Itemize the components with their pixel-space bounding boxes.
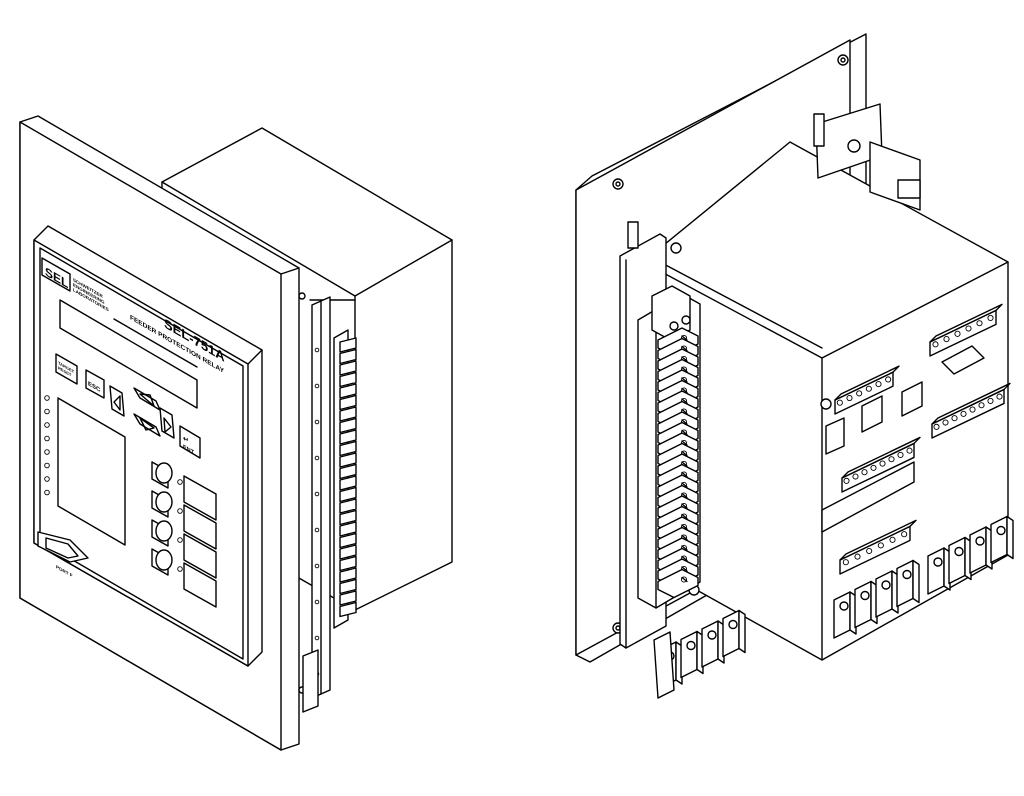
terminal-position [657, 568, 699, 599]
terminal-tab [339, 417, 357, 434]
connector-d [931, 382, 1011, 439]
two-pin-plug [901, 381, 923, 417]
side-terminal-block [314, 329, 357, 677]
rail-screw [314, 347, 320, 353]
terminal-tab [339, 601, 357, 618]
terminal-tab [339, 429, 357, 445]
terminal-tab [339, 371, 357, 388]
terminal-tab [339, 498, 357, 514]
rail-screw [314, 419, 320, 425]
rail-screw [314, 563, 320, 569]
lower-bracket [653, 631, 675, 699]
card-slot-cover [821, 461, 915, 533]
terminal-tab [339, 590, 357, 606]
power-terminals [653, 515, 1014, 699]
terminal-tab [339, 337, 357, 353]
terminal-tab [339, 360, 357, 376]
down-arrow-button[interactable] [133, 413, 161, 437]
esc-button[interactable]: ESC [85, 369, 105, 399]
voltage-terminal-post [722, 609, 746, 658]
ground-stud [820, 398, 832, 410]
terminal-tab [339, 509, 357, 526]
pushbutton-label-slot [183, 533, 217, 579]
terminal-tab [339, 406, 357, 422]
current-terminal-post [927, 547, 951, 595]
pushbutton-4[interactable] [151, 548, 217, 608]
terminal-tab [339, 383, 357, 399]
two-pin-plug [825, 417, 845, 455]
terminal-tab [339, 440, 357, 457]
target-led [44, 435, 50, 442]
rear-serial-port[interactable] [941, 345, 985, 375]
pushbutton-1[interactable] [151, 461, 217, 521]
rail-screw [314, 527, 320, 533]
terminal-tab [339, 544, 357, 560]
target-led [44, 408, 50, 415]
target-led [44, 449, 50, 455]
terminal-tab [339, 486, 357, 503]
pushbutton-3[interactable] [151, 519, 217, 579]
target-led [44, 476, 50, 482]
current-terminal-post [854, 580, 878, 629]
rail-screw [314, 491, 320, 497]
terminal-tab [339, 475, 357, 491]
terminal-tab [339, 555, 357, 572]
connector-c [841, 436, 921, 493]
target-led [44, 395, 50, 401]
ent-label: ENT [183, 444, 194, 456]
pushbutton-label-slot [183, 504, 217, 550]
navigation-buttons [109, 385, 175, 439]
pushbutton-2[interactable] [151, 490, 217, 550]
top-mounting-bracket [813, 103, 921, 211]
target-led [44, 462, 50, 469]
current-terminal-post [833, 591, 857, 639]
terminal-tab [339, 452, 357, 468]
target-label-window [57, 397, 126, 546]
terminal-tab [339, 578, 357, 595]
connector-e [839, 519, 917, 575]
current-terminal-post [948, 536, 972, 585]
ent-button[interactable]: ↵ ENT [179, 425, 201, 459]
terminal-tab [339, 567, 357, 583]
bottom-bracket [302, 649, 319, 713]
current-terminal-post [990, 515, 1014, 564]
right-arrow-button[interactable] [159, 407, 175, 439]
rail-screw [314, 599, 320, 605]
connector-b [929, 303, 1003, 357]
terminal-tab [339, 532, 357, 549]
connector-a [834, 365, 900, 415]
target-led [44, 489, 50, 496]
two-pin-plug [861, 395, 883, 433]
current-terminal-post [896, 559, 920, 608]
voltage-terminal-post [680, 630, 704, 679]
mounting-rails [311, 296, 331, 699]
pushbutton-label-slot [183, 562, 217, 608]
rail-screw [314, 383, 320, 389]
terminal-tab [339, 521, 357, 537]
terminal-tab [339, 348, 357, 365]
rear-connectors [820, 303, 1011, 575]
voltage-terminal-post [701, 620, 725, 668]
rear-view [575, 33, 1014, 699]
terminal-tab [339, 394, 357, 411]
operator-pushbuttons [151, 461, 217, 608]
target-reset-button[interactable]: TARGET RESET [55, 353, 78, 385]
pushbutton-label-slot [183, 475, 217, 521]
left-arrow-button[interactable] [109, 385, 125, 417]
rail-screw [314, 455, 320, 461]
rail-screw [314, 635, 320, 641]
target-led [44, 422, 50, 428]
front-view: SEL SCHWEITZER ENGINEERING LABORATORIES … [19, 115, 453, 751]
terminal-tab [339, 463, 357, 480]
current-terminal-post [969, 526, 993, 574]
enter-symbol-icon: ↵ [183, 434, 189, 446]
target-led-column [44, 395, 50, 496]
current-terminal-post [875, 570, 899, 618]
rear-terminal-block [637, 285, 701, 609]
